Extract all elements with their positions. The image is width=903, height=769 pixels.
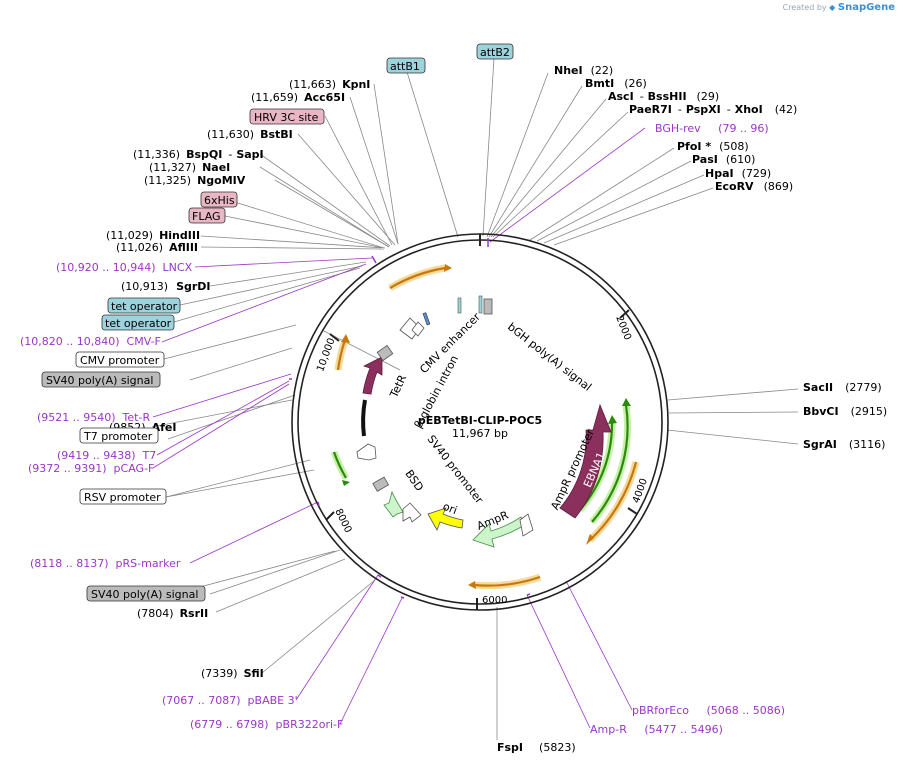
cmv-promoter-label[interactable]: CMV promoter: [80, 354, 160, 367]
primer-tet-r[interactable]: (9521 .. 9540) Tet-R: [37, 411, 150, 424]
attb2-label[interactable]: attB2: [480, 46, 510, 59]
hrv3c-label[interactable]: HRV 3C site: [254, 111, 319, 124]
bsd-label: BSD: [402, 467, 426, 493]
site-ecorv[interactable]: EcoRV(869): [715, 180, 793, 193]
tet-operator-1-label[interactable]: tet operator: [111, 300, 178, 313]
tet-operator-block: [376, 344, 394, 362]
flag-label[interactable]: FLAG: [192, 210, 221, 223]
site-nhei[interactable]: NheI(22): [554, 64, 613, 77]
site-hpai[interactable]: HpaI(729): [705, 167, 771, 180]
sv40-polya-bottom-label[interactable]: SV40 poly(A) signal: [91, 588, 198, 601]
attb1-label[interactable]: attB1: [390, 60, 420, 73]
tick-label: 6000: [482, 595, 507, 606]
rsv-promoter-arrow[interactable]: [356, 443, 377, 461]
primer-prs-marker[interactable]: (8118 .. 8137) pRS-marker: [30, 557, 181, 570]
bgh-polya-block: [483, 298, 493, 315]
hrv-block: [422, 312, 431, 326]
site-ngomiv[interactable]: (11,325)NgoMIV: [144, 174, 246, 187]
ampr-arrow[interactable]: [472, 516, 527, 548]
sv40-promoter-arrow[interactable]: [402, 502, 422, 523]
primer-cmv-f[interactable]: (10,820 .. 10,840) CMV-F: [20, 335, 161, 348]
site-sacii[interactable]: SacII(2779): [803, 381, 882, 394]
primer-bgh-rev[interactable]: BGH-rev (79 .. 96): [655, 122, 769, 135]
site-kpni[interactable]: (11,663)KpnI: [289, 78, 370, 91]
site-sgrai[interactable]: SgrAI(3116): [803, 438, 885, 451]
cmv-promoter-arrow[interactable]: [411, 321, 425, 337]
sv40-promoter-label: SV40 promoter: [424, 433, 486, 507]
snapgene-logo-icon: ◆: [829, 3, 836, 12]
bsd-arrow[interactable]: [383, 490, 404, 518]
site-bbvci[interactable]: BbvCI(2915): [803, 405, 887, 418]
tick-label: 10,000: [315, 337, 337, 374]
site-leader-lines: [150, 57, 799, 740]
sv40-polya-block: [372, 476, 390, 492]
primer-pcag-f[interactable]: (9372 .. 9391) pCAG-F: [28, 462, 154, 475]
primer-lncx[interactable]: (10,920 .. 10,944) LNCX: [56, 261, 193, 274]
green-arrowheads: [342, 398, 631, 486]
created-by-text: Created by: [782, 3, 827, 12]
site-fspi[interactable]: FspI(5823): [497, 741, 576, 754]
site-sfii[interactable]: (7339)SfiI: [201, 667, 264, 680]
attb1-block: [457, 297, 462, 314]
site-bmti[interactable]: BmtI(26): [585, 77, 647, 90]
site-bstbi[interactable]: (11,630)BstBI: [207, 128, 293, 141]
snapgene-logo-text: SnapGene: [837, 2, 895, 13]
site-pfoi[interactable]: PfoI *(508): [677, 140, 749, 153]
ebna1-arrow[interactable]: [559, 403, 612, 519]
boxed-labels: attB1 attB2 HRV 3C site 6xHis FLAG tet o…: [41, 43, 514, 602]
plasmid-name: pEBTetBI-CLIP-POC5: [418, 414, 542, 427]
tetr-arrow[interactable]: [362, 356, 383, 395]
tetr-label: TetR: [387, 373, 409, 401]
ori-arrow[interactable]: [427, 507, 464, 531]
site-hindiii[interactable]: (11,029)HindIII: [106, 229, 200, 242]
orange-arcs: [334, 264, 640, 590]
attb2-block: [478, 295, 483, 314]
bgh-polya-label: bGH poly(A) signal: [505, 320, 594, 393]
tet-operator-2-label[interactable]: tet operator: [105, 317, 172, 330]
snapgene-branding: Created by ◆ SnapGene: [783, 2, 895, 13]
tick-marks: [325, 234, 638, 610]
site-naei[interactable]: (11,327)NaeI: [149, 161, 230, 174]
primer-leader-lines: [152, 127, 646, 729]
site-bspqi[interactable]: (11,336)BspQI-SapI: [133, 148, 264, 161]
site-pasi[interactable]: PasI(610): [692, 153, 755, 166]
primer-pbrforeco[interactable]: pBRforEco (5068 .. 5086): [632, 704, 785, 717]
orange-arrowheads: [341, 264, 594, 589]
his6-label[interactable]: 6xHis: [204, 194, 235, 207]
site-acc65i[interactable]: (11,659)Acc65I: [251, 91, 345, 104]
primer-pbr322ori-f[interactable]: (6779 .. 6798) pBR322ori-F: [190, 718, 343, 731]
primer-marks: [289, 238, 531, 599]
tick-label: 4000: [631, 477, 650, 505]
site-sgrdi[interactable]: (10,913)SgrDI: [121, 280, 211, 293]
tick-label: 8000: [332, 507, 353, 535]
primer-pbabe3[interactable]: (7067 .. 7087) pBABE 3': [162, 694, 298, 707]
ampr-promoter-arrow[interactable]: [519, 513, 534, 537]
sv40-polya-left-label[interactable]: SV40 poly(A) signal: [46, 374, 153, 387]
site-aflIII[interactable]: (11,026)AflIII: [116, 241, 198, 254]
primer-t7[interactable]: (9419 .. 9438) T7: [57, 449, 156, 462]
rsv-promoter-label[interactable]: RSV promoter: [84, 491, 161, 504]
plasmid-size: 11,967 bp: [452, 427, 508, 440]
site-asci[interactable]: AscI-BssHII(29): [608, 90, 719, 103]
primer-amp-r[interactable]: Amp-R (5477 .. 5496): [590, 723, 723, 736]
t7-promoter-label[interactable]: T7 promoter: [83, 430, 153, 443]
t7-promoter-arc: [361, 399, 367, 437]
site-rsrii[interactable]: (7804)RsrII: [137, 607, 208, 620]
ori-label: ori: [441, 500, 459, 517]
site-paer7i[interactable]: PaeR7I-PspXI-XhoI(42): [629, 103, 797, 116]
